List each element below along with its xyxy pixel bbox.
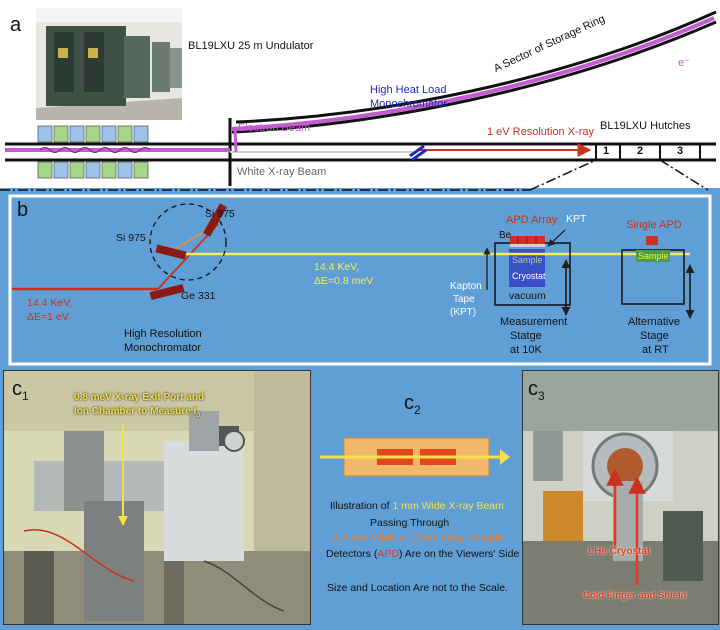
panel-b-frame — [8, 194, 712, 366]
c1-note-line2: Ion Chamber to Measure I0 — [74, 406, 201, 419]
undulator-photo — [36, 8, 182, 120]
c3-subscript: 3 — [538, 389, 545, 403]
white-beam-label: White X-ray Beam — [237, 166, 327, 178]
electron-symbol: e⁻ — [678, 57, 690, 69]
single-apd-block — [646, 236, 658, 245]
panel-a-letter: a — [10, 14, 22, 36]
single-apd-label: Single APD — [626, 219, 682, 231]
sample-label: Sample — [512, 255, 543, 265]
storage-ring-electron-path — [231, 16, 715, 131]
alt-stage-line2: Stage — [640, 330, 669, 342]
si975-right-crystal — [203, 203, 227, 237]
alt-sample-block — [636, 250, 670, 262]
ge331-crystal — [149, 284, 185, 300]
c2-line4: Detectors (APD) Are on the Viewers' Side — [326, 548, 520, 560]
hutch-number-3: 3 — [677, 145, 684, 157]
electron-beam-label: Electron Beam — [238, 122, 311, 134]
c3-cold-finger-label: Cold Finger and Shield — [583, 590, 687, 601]
kapton-label-line1: Kapton — [450, 281, 482, 292]
c2-line4-highlight: APD — [377, 548, 399, 560]
alt-stage-line1: Alternative — [628, 316, 680, 328]
apd-array-label: APD Array — [506, 214, 558, 226]
c1-photo — [3, 370, 311, 625]
c2-scale-note: Size and Location Are not to the Scale. — [327, 582, 508, 594]
hutches-label: BL19LXU Hutches — [600, 120, 691, 132]
panel-b-letter: b — [17, 199, 29, 221]
alt-sample-label: Sample — [638, 251, 669, 261]
in-beam-label-line2: ΔE=1 eV — [27, 311, 69, 323]
out-beam-label-line1: 14.4 KeV, — [314, 261, 360, 273]
hhlm-label-line2: Monochromator — [370, 98, 448, 110]
xray-1ev-label: 1 eV Resolution X-ray — [487, 126, 594, 138]
undulator-magnet-array — [37, 125, 151, 179]
be-label: Be — [499, 230, 512, 241]
c2-line1-highlight: 1 mm Wide X-ray Beam — [392, 500, 504, 512]
kapton-label-line2: Tape — [453, 294, 475, 305]
c1-note-line1: 0.8 meV X-ray Exit Port and — [74, 392, 205, 403]
undulator-label: BL19LXU 25 m Undulator — [188, 40, 314, 52]
c2-line2: Passing Through — [370, 517, 450, 529]
alt-stage-line3: at RT — [642, 344, 669, 356]
c3-lhe-cryostat-label: LHe Cryostat — [588, 546, 651, 557]
electron-beam-bend — [233, 128, 238, 153]
vacuum-label: vacuum — [509, 290, 546, 302]
si975-left-crystal — [155, 244, 187, 260]
hrm-label-line1: High Resolution — [124, 328, 202, 340]
zoom-line-left — [529, 159, 597, 191]
zoom-line-right — [659, 159, 709, 191]
hhlm-crystal-1 — [409, 144, 425, 158]
hutch-number-2: 2 — [637, 145, 644, 157]
c3-photo — [522, 370, 719, 625]
c3-letter: c3 — [528, 378, 545, 403]
hutch-number-1: 1 — [603, 145, 610, 157]
in-beam-label-line1: 14.4 KeV, — [27, 297, 73, 309]
hhlm-crystal-2 — [411, 148, 427, 162]
c2-subscript: 2 — [414, 403, 421, 417]
be-window — [510, 244, 545, 247]
kpt-pointer-arrow — [547, 229, 566, 247]
monochromator-circle — [149, 203, 227, 281]
ge331-label: Ge 331 — [181, 290, 216, 302]
c1-note-subscript: 0 — [196, 412, 201, 419]
hrm-label-line2: Monochromator — [124, 342, 202, 354]
measurement-stage-line2: Statge — [510, 330, 542, 342]
c1-subscript: 1 — [22, 389, 29, 403]
out-beam-label-line2: ΔE=0.8 meV — [314, 275, 374, 287]
storage-ring-inner-edge — [235, 10, 717, 124]
si975-left-label: Si 975 — [116, 232, 146, 244]
measurement-stage-line3: at 10K — [510, 344, 542, 356]
hhlm-label-line1: High Heat Load — [370, 84, 447, 96]
c2-letter: c2 — [404, 392, 421, 417]
c2-line1: Illustration of 1 mm Wide X-ray Beam — [330, 500, 504, 512]
kapton-label-line3: (KPT) — [450, 307, 477, 318]
kpt-label: KPT — [566, 213, 587, 225]
measurement-stage-line1: Measurement — [500, 316, 568, 328]
cryostat-label: Cryostat — [512, 271, 546, 281]
storage-ring-outer-edge — [231, 20, 717, 134]
cryostat-block — [509, 249, 545, 287]
c2-line3: A 3 mm Wide x 10 mm Long Sample — [333, 532, 504, 544]
c2-sample-illustration — [320, 432, 510, 482]
c1-letter: c1 — [12, 378, 29, 403]
si975-right-label: Si 975 — [205, 208, 235, 220]
